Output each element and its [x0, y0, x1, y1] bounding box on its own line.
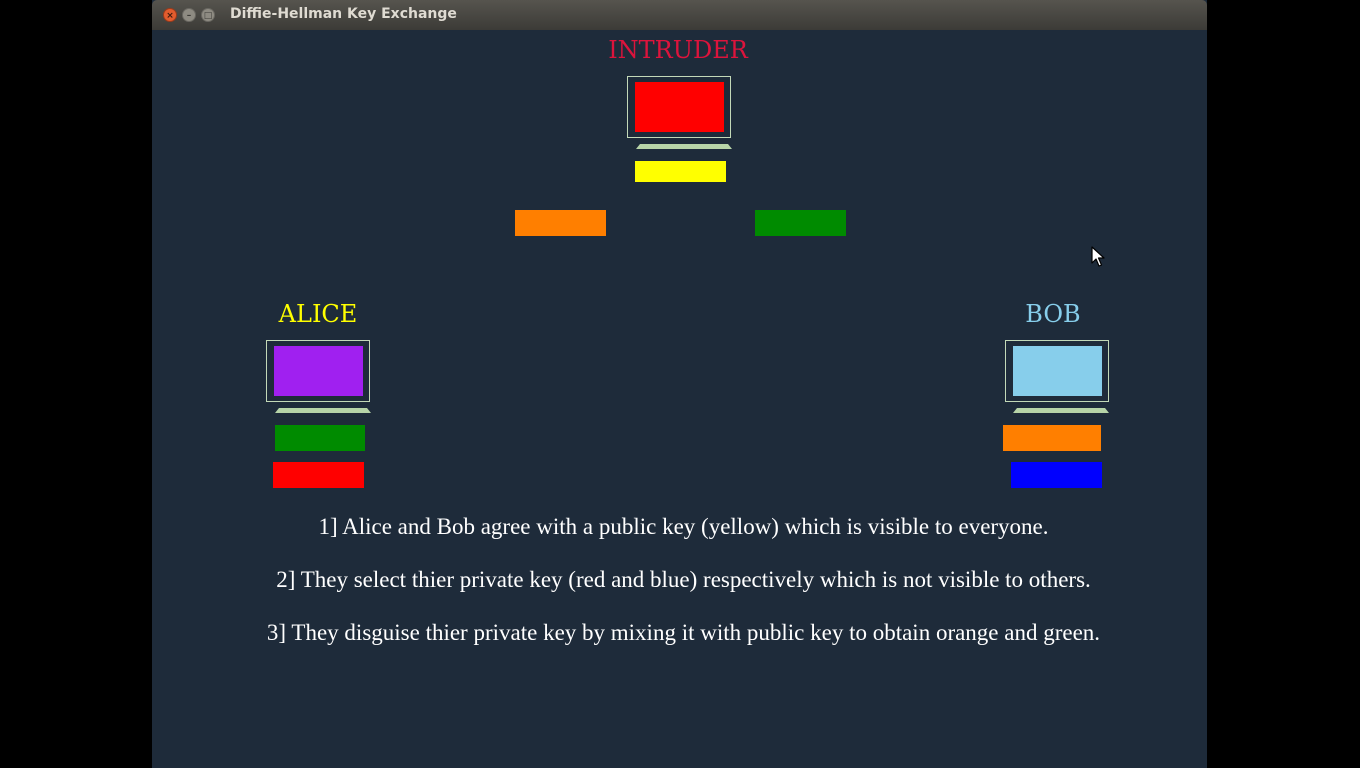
intruder-public-key-yellow [635, 161, 726, 182]
intercepted-key-green [755, 210, 846, 236]
alice-label: ALICE [278, 300, 358, 328]
bob-screen [1013, 346, 1102, 396]
alice-private-key-red [273, 462, 364, 488]
step-text-3: 3] They disguise thier private key by mi… [266, 620, 1101, 645]
step-text-2: 2] They select thier private key (red an… [276, 567, 1091, 592]
intruder-monitor-stand [636, 144, 732, 149]
maximize-button[interactable]: □ [201, 8, 215, 22]
minimize-button[interactable]: – [182, 8, 196, 22]
bob-monitor-icon [1005, 340, 1109, 402]
title-bar[interactable]: × – □ Diffie-Hellman Key Exchange [152, 0, 1207, 30]
intruder-monitor-icon [627, 76, 731, 138]
intruder-screen [635, 82, 724, 132]
diagram-canvas: INTRUDER ALICE BOB 1] Alice and Bob agre… [152, 30, 1207, 768]
app-window: × – □ Diffie-Hellman Key Exchange INTRUD… [152, 0, 1207, 768]
bob-label: BOB [1025, 300, 1081, 328]
close-button[interactable]: × [163, 8, 177, 22]
alice-monitor-icon [266, 340, 370, 402]
intruder-label: INTRUDER [608, 36, 748, 64]
intercepted-key-orange [515, 210, 606, 236]
bob-monitor-stand [1013, 408, 1109, 413]
bob-private-key-blue [1011, 462, 1102, 488]
alice-received-key-green [275, 425, 365, 451]
step-text-1: 1] Alice and Bob agree with a public key… [318, 514, 1049, 539]
alice-screen [274, 346, 363, 396]
mouse-cursor-icon [1091, 246, 1105, 267]
alice-monitor-stand [275, 408, 371, 413]
bob-received-key-orange [1003, 425, 1101, 451]
window-title: Diffie-Hellman Key Exchange [230, 6, 457, 22]
